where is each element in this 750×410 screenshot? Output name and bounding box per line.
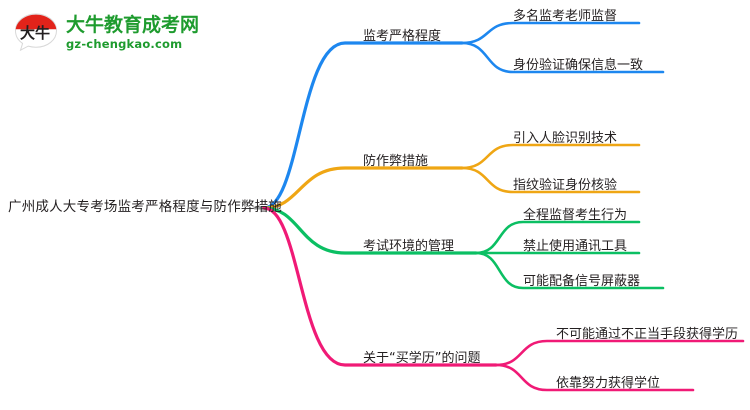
logo-wordmark: 大牛教育成考网 gz-chengkao.com xyxy=(66,13,200,51)
branch-2-leaf-2-line xyxy=(460,166,641,194)
site-logo[interactable]: 大牛 大牛教育成考网 gz-chengkao.com xyxy=(14,8,199,58)
logo-brand-url: gz-chengkao.com xyxy=(66,36,183,51)
logo-mark-text: 大牛 xyxy=(20,24,50,42)
leaf-label-1-1[interactable]: 多名监考老师监督 xyxy=(513,9,618,24)
speech-bubble-icon: 大牛 xyxy=(14,13,58,51)
logo-brand-cn: 大牛教育成考网 xyxy=(66,13,200,36)
branch-1-leaf-2-line xyxy=(460,41,665,74)
leaf-label-3-3[interactable]: 可能配备信号屏蔽器 xyxy=(523,274,641,289)
leaf-label-4-1[interactable]: 不可能通过不正当手段获得学历 xyxy=(556,327,739,342)
branch-label-2[interactable]: 防作弊措施 xyxy=(363,154,429,169)
leaf-label-1-2[interactable]: 身份验证确保信息一致 xyxy=(513,58,644,73)
mindmap-connectors xyxy=(253,21,745,392)
branch-4-leaf-1-line xyxy=(494,339,745,367)
leaf-label-4-2[interactable]: 依靠努力获得学位 xyxy=(556,376,661,391)
branch-label-3[interactable]: 考试环境的管理 xyxy=(363,239,455,254)
logo-mark-icon: 大牛 xyxy=(14,11,60,55)
branch-label-4[interactable]: 关于“买学历”的问题 xyxy=(363,351,481,366)
branch-4-leaf-2-line xyxy=(494,363,695,392)
branch-1-trunk xyxy=(262,41,464,210)
mindmap-root-label[interactable]: 广州成人大专考场监考严格程度与防作弊措施 xyxy=(8,199,282,215)
branch-3-leaf-3-line xyxy=(474,251,665,290)
leaf-label-3-2[interactable]: 禁止使用通讯工具 xyxy=(523,239,628,254)
leaf-label-2-1[interactable]: 引入人脸识别技术 xyxy=(513,131,618,146)
leaf-label-3-1[interactable]: 全程监督考生行为 xyxy=(523,208,628,223)
branch-2-trunk xyxy=(262,166,464,210)
branch-4-trunk xyxy=(262,206,498,367)
branch-label-1[interactable]: 监考严格程度 xyxy=(363,29,442,44)
leaf-label-2-2[interactable]: 指纹验证身份核验 xyxy=(513,178,618,193)
branch-1-leaf-1-line xyxy=(460,21,641,45)
branch-2-leaf-1-line xyxy=(460,143,641,170)
branch-3-trunk xyxy=(262,206,478,255)
